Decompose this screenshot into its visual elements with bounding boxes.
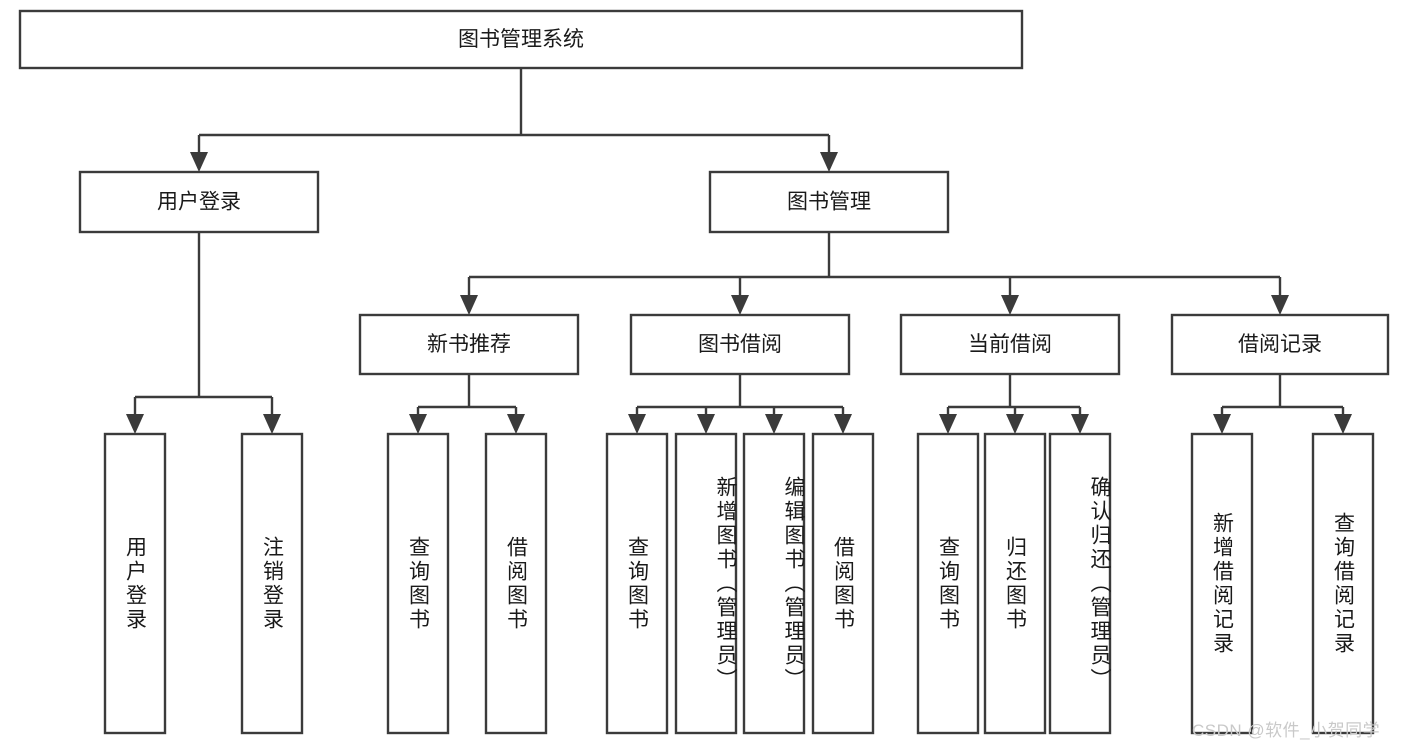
node-book-manage-box[interactable] (708, 170, 950, 234)
leaf-leaf-add-borrow-record-box[interactable] (1190, 432, 1254, 735)
leaf-leaf-query-book-rec-box[interactable] (386, 432, 450, 735)
arrow-book-manage-to-borrow-record (1271, 295, 1289, 315)
node-book-borrow-box[interactable] (629, 313, 851, 376)
arrow-user-login-to-leaf-user-login (126, 414, 144, 434)
arrow-new-book-recommend-to-leaf-borrow-book-rec (507, 414, 525, 434)
node-borrow-record-box[interactable] (1170, 313, 1390, 376)
leaf-leaf-confirm-return-admin-box[interactable] (1048, 432, 1112, 735)
arrow-root-to-user-login (190, 152, 208, 172)
node-root-box[interactable] (18, 9, 1024, 70)
leaf-leaf-query-book-bor-box[interactable] (605, 432, 669, 735)
arrow-root-to-book-manage (820, 152, 838, 172)
node-new-book-recommend-label: 新书推荐 (427, 333, 511, 356)
csdn-watermark: CSDN @软件_小贺同学 (1192, 721, 1381, 740)
arrow-borrow-record-to-leaf-query-borrow-record (1334, 414, 1352, 434)
node-borrow-record-label: 借阅记录 (1238, 333, 1322, 356)
node-current-borrow-box[interactable] (899, 313, 1121, 376)
arrow-book-borrow-to-leaf-edit-book-admin (765, 414, 783, 434)
leaf-leaf-user-logout-box[interactable] (240, 432, 304, 735)
arrow-current-borrow-to-leaf-query-book-cur (939, 414, 957, 434)
arrow-user-login-to-leaf-user-logout (263, 414, 281, 434)
arrow-current-borrow-to-leaf-return-book (1006, 414, 1024, 434)
arrow-book-manage-to-current-borrow (1001, 295, 1019, 315)
node-user-login-box[interactable] (78, 170, 320, 234)
arrow-new-book-recommend-to-leaf-query-book-rec (409, 414, 427, 434)
leaf-leaf-user-login-box[interactable] (103, 432, 167, 735)
leaf-leaf-borrow-book-rec-box[interactable] (484, 432, 548, 735)
node-book-borrow-label: 图书借阅 (698, 333, 782, 356)
leaf-leaf-return-book-box[interactable] (983, 432, 1047, 735)
node-book-manage-label: 图书管理 (787, 191, 871, 214)
leaf-leaf-borrow-book-bor-box[interactable] (811, 432, 875, 735)
connector-layer (126, 68, 1352, 434)
arrow-book-manage-to-new-book-recommend (460, 295, 478, 315)
arrow-book-borrow-to-leaf-borrow-book-bor (834, 414, 852, 434)
node-new-book-recommend-box[interactable] (358, 313, 580, 376)
arrow-book-manage-to-book-borrow (731, 295, 749, 315)
leaf-leaf-query-book-cur-box[interactable] (916, 432, 980, 735)
arrow-current-borrow-to-leaf-confirm-return-admin (1071, 414, 1089, 434)
node-current-borrow-label: 当前借阅 (968, 333, 1052, 356)
arrow-book-borrow-to-leaf-query-book-bor (628, 414, 646, 434)
leaf-leaf-edit-book-admin-box[interactable] (742, 432, 806, 735)
node-root-label: 图书管理系统 (458, 28, 584, 51)
leaf-leaf-add-book-admin-box[interactable] (674, 432, 738, 735)
arrow-borrow-record-to-leaf-add-borrow-record (1213, 414, 1231, 434)
node-box-layer (18, 9, 1390, 735)
node-user-login-label: 用户登录 (157, 191, 241, 214)
arrow-book-borrow-to-leaf-add-book-admin (697, 414, 715, 434)
leaf-leaf-query-borrow-record-box[interactable] (1311, 432, 1375, 735)
